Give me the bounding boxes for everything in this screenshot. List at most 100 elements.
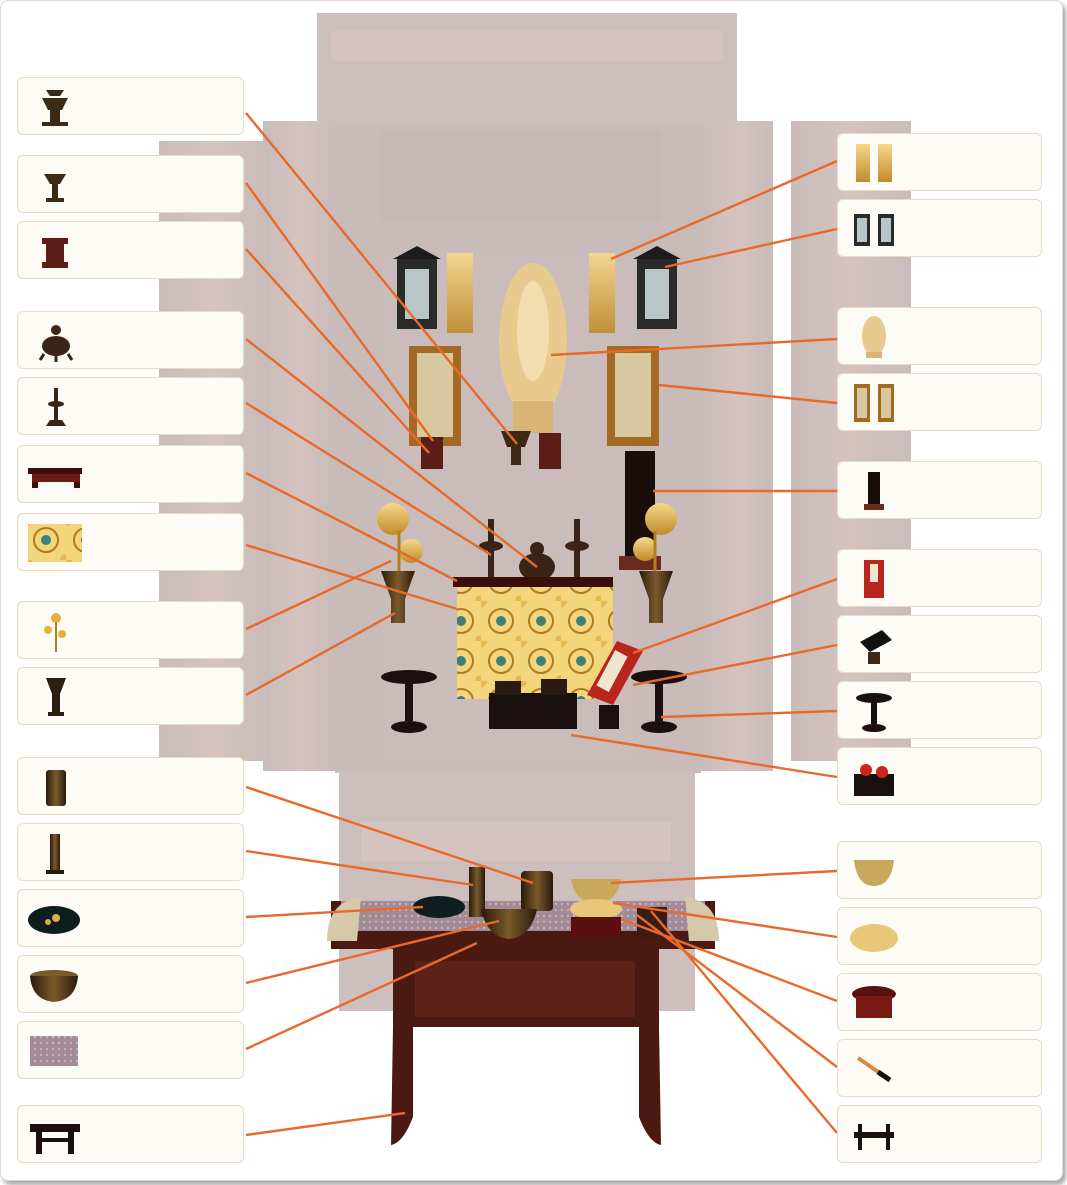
left-takatsuki xyxy=(381,670,437,733)
takatsuki-pedestal-icon xyxy=(856,693,892,732)
leader-line-kendai xyxy=(632,643,838,687)
leader-lines xyxy=(245,112,838,1137)
leader-line-plate xyxy=(245,905,424,919)
rin-stand-icon xyxy=(852,986,896,1018)
koro-censer-icon xyxy=(38,325,74,362)
kendai-stand-icon xyxy=(860,630,892,664)
kakochou-book xyxy=(587,641,643,729)
jodan-shelf-icon xyxy=(28,468,82,488)
leader-line-takatsuki xyxy=(660,709,838,719)
right-takatsuki xyxy=(631,670,687,733)
label-card-vase[interactable] xyxy=(17,667,244,725)
koro-bowl xyxy=(481,909,537,939)
left-youraku xyxy=(447,253,473,333)
leader-line-lotus xyxy=(245,559,392,631)
lacquer-plate xyxy=(413,896,465,918)
leader-line-juzu xyxy=(650,910,838,1134)
chatou-tea-cup-icon xyxy=(44,174,66,202)
leader-line-scroll xyxy=(658,383,838,405)
rin-striker-icon xyxy=(856,1056,892,1083)
juzu-stand-icon xyxy=(854,1124,894,1150)
label-card-chatou[interactable] xyxy=(17,155,244,213)
incense-vase-icon xyxy=(46,834,64,874)
label-card-plate[interactable] xyxy=(17,889,244,947)
rin-cushion xyxy=(570,899,622,919)
leader-line-koro-bowl xyxy=(245,919,500,985)
rin-stand xyxy=(571,917,621,937)
leader-line-incense-vase xyxy=(245,849,474,887)
label-card-bukki[interactable] xyxy=(17,77,244,135)
leader-line-rousoku xyxy=(245,401,492,557)
youraku-pendant-icon xyxy=(856,144,892,182)
label-card-takatsuki[interactable] xyxy=(837,681,1042,739)
label-card-rin-cushion[interactable] xyxy=(837,907,1042,965)
left-lotus xyxy=(377,503,423,571)
label-card-kakochou[interactable] xyxy=(837,549,1042,607)
kouzara-right xyxy=(539,433,561,469)
leader-line-lantern xyxy=(664,227,838,269)
incense-vase xyxy=(469,867,485,917)
orin-bell xyxy=(571,879,621,903)
label-card-mat[interactable] xyxy=(17,1021,244,1079)
leader-line-kakochou xyxy=(632,577,838,655)
leader-line-mat xyxy=(245,941,478,1051)
label-card-striker[interactable] xyxy=(837,1039,1042,1097)
label-card-shelf[interactable] xyxy=(17,445,244,503)
leader-line-kouzara xyxy=(245,248,430,454)
label-card-koro[interactable] xyxy=(17,311,244,369)
leader-line-ozen xyxy=(570,733,838,779)
label-card-incense-holder[interactable] xyxy=(17,757,244,815)
rousoku-candlestick-icon xyxy=(46,388,66,426)
label-card-kendai[interactable] xyxy=(837,615,1042,673)
leader-line-orin xyxy=(610,869,838,885)
label-card-uchishiki[interactable] xyxy=(17,513,244,571)
jouka-lotus-flower-icon xyxy=(44,613,66,652)
leader-line-chatou xyxy=(245,182,434,442)
honzon-statue xyxy=(499,263,567,433)
right-scroll xyxy=(607,346,659,446)
incense-holder xyxy=(521,871,553,911)
label-card-lantern[interactable] xyxy=(837,199,1042,257)
label-card-table[interactable] xyxy=(17,1105,244,1163)
label-card-rin-stand[interactable] xyxy=(837,973,1042,1031)
right-lantern xyxy=(633,246,681,329)
label-card-scroll[interactable] xyxy=(837,373,1042,431)
left-lantern xyxy=(393,246,441,329)
label-card-juzu[interactable] xyxy=(837,1105,1042,1163)
left-scroll xyxy=(409,346,461,446)
uchishiki-cloth-icon xyxy=(28,524,82,562)
kouzara-stand-icon xyxy=(42,238,68,268)
ozen-tray xyxy=(489,679,577,729)
label-card-youraku[interactable] xyxy=(837,133,1042,191)
kouzara-left xyxy=(421,437,443,469)
ihai-tablet-icon xyxy=(864,472,884,510)
rin-cushion-icon xyxy=(850,924,898,952)
leader-line-uchishiki xyxy=(245,543,458,611)
leader-line-vase xyxy=(245,611,396,697)
label-card-lotus[interactable] xyxy=(17,601,244,659)
kakochou-book-icon xyxy=(864,560,884,598)
honzon-statue-icon xyxy=(862,316,886,358)
leader-line-honzon xyxy=(550,337,838,357)
right-lotus xyxy=(633,503,677,571)
label-card-koro-bowl[interactable] xyxy=(17,955,244,1013)
label-card-honzon[interactable] xyxy=(837,307,1042,365)
ozen-tray-icon xyxy=(854,764,894,796)
label-card-ozen[interactable] xyxy=(837,747,1042,805)
lantern-pair-icon xyxy=(854,214,894,246)
kakejiku-scrolls-icon xyxy=(854,384,894,422)
bukki-rice-offering-icon xyxy=(42,90,68,126)
label-card-orin[interactable] xyxy=(837,841,1042,899)
label-card-ihai[interactable] xyxy=(837,461,1042,519)
leader-line-koro xyxy=(245,338,538,568)
label-card-kouzara[interactable] xyxy=(17,221,244,279)
label-card-incense-vase[interactable] xyxy=(17,823,244,881)
orin-bell-icon xyxy=(854,860,894,886)
jodan-shelf xyxy=(453,577,613,587)
kyozukue-table-icon xyxy=(30,1124,80,1154)
label-card-rousoku[interactable] xyxy=(17,377,244,435)
leader-line-youraku xyxy=(610,159,838,261)
leader-line-rin-cushion xyxy=(612,901,838,939)
cabinet-background xyxy=(159,13,911,1011)
